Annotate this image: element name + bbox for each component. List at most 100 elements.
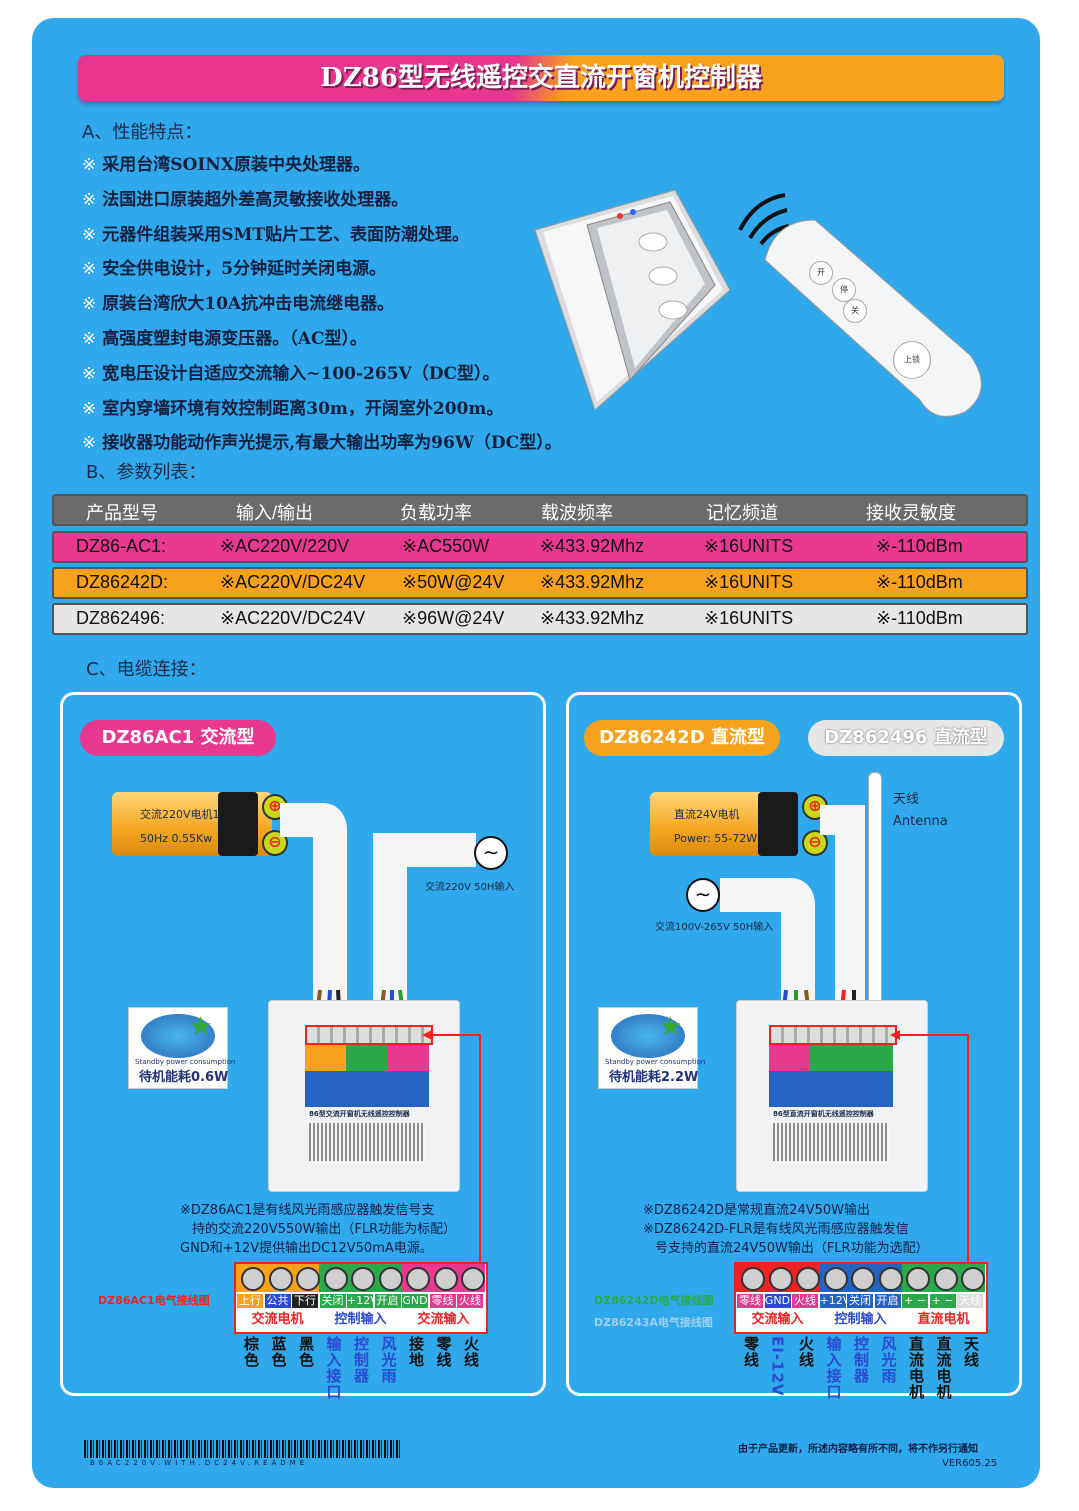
terminal-label: 零线 xyxy=(429,1294,456,1308)
wire-label: 风光雨 xyxy=(379,1336,398,1384)
title-banner: DZ86型无线遥控交直流开窗机控制器 xyxy=(78,55,1004,101)
table-cell: ※16UNITS xyxy=(704,572,794,592)
terminal-label: 关闭 xyxy=(847,1294,873,1308)
version-label: VER605.25 xyxy=(942,1458,998,1469)
wire-label: 零线 xyxy=(434,1336,453,1368)
table-cell: ※433.92Mhz xyxy=(540,536,645,556)
terminal-screw-icon xyxy=(378,1267,403,1291)
feature-bullet: ※ xyxy=(82,398,97,419)
table-cell: ※-110dBm xyxy=(876,608,963,628)
note-line: ※DZ86AC1是有线风光雨感应器触发信号支 xyxy=(180,1203,435,1218)
ac-wiring-title: DZ86AC1电气接线图 xyxy=(98,1294,210,1307)
wire-label: 黑色 xyxy=(297,1336,315,1368)
terminal-label: 火线 xyxy=(792,1294,818,1308)
remote-button: 关 xyxy=(843,299,867,323)
device-label xyxy=(305,1071,429,1107)
feature-bullet: ※ xyxy=(82,259,97,280)
update-notice: 由于产品更新，所述内容略有所不同，将不作另行通知 xyxy=(738,1444,978,1455)
terminal-screw-icon xyxy=(851,1267,875,1291)
feature-text: 接收器功能动作声光提示,有最大输出功率为96W（DC型）。 xyxy=(102,433,562,454)
feature-bullet: ※ xyxy=(82,433,97,454)
terminal-group-label: 交流输入 xyxy=(751,1312,804,1327)
signal-waves-icon xyxy=(738,193,790,246)
dc-cables xyxy=(720,805,865,1026)
wire-label: 火线 xyxy=(797,1336,815,1368)
feature-item: ※法国进口原装超外差高灵敏接收处理器。 xyxy=(82,185,408,210)
minus-terminal-icon: ⊖ xyxy=(262,830,288,856)
feature-text: 原装台湾欣大10A抗冲击电流继电器。 xyxy=(102,294,395,315)
feature-item: ※安全供电设计，5分钟延时关闭电源。 xyxy=(82,254,386,279)
ac-motor-spec: 交流220V电机1 xyxy=(140,808,220,821)
dc-type-badge: DZ86242D 直流型 xyxy=(584,720,780,756)
terminal-screw-icon xyxy=(878,1267,903,1291)
table-cell: DZ862496: xyxy=(76,608,166,628)
feature-bullet: ※ xyxy=(82,224,97,245)
terminal-label: 关闭 xyxy=(319,1294,346,1308)
note-line: ※DZ86242D是常规直流24V50W输出 xyxy=(643,1203,871,1218)
terminal-block xyxy=(769,1025,897,1045)
device-barcode xyxy=(309,1123,425,1161)
terminal-screw-icon xyxy=(906,1267,930,1291)
wire-label: EI-12V xyxy=(768,1336,787,1397)
wire-label: 风光雨 xyxy=(879,1336,898,1384)
table-cell: ※433.92Mhz xyxy=(540,608,645,628)
terminal-screw-icon xyxy=(323,1267,348,1291)
terminal-legend xyxy=(305,1045,429,1071)
page-title: DZ86型无线遥控交直流开窗机控制器 xyxy=(320,63,762,93)
terminal-label: 上行 xyxy=(237,1294,263,1308)
wire-label: 蓝色 xyxy=(269,1336,288,1368)
feature-item: ※高强度塑封电源变压器。（AC型）。 xyxy=(82,324,367,349)
terminal-label: +12V xyxy=(819,1294,851,1308)
terminal-screw-icon xyxy=(406,1267,430,1291)
table-header: 产品型号输入/输出负载功率载波频率记忆频道接收灵敏度 xyxy=(52,494,1028,526)
terminal-label: 天线 xyxy=(957,1294,983,1308)
dc-motor-spec: 直流24V电机 xyxy=(674,808,740,821)
standby-caption: Standby power consumption xyxy=(135,1058,236,1066)
ac-motor-power: 50Hz 0.55Kw xyxy=(140,832,213,845)
terminal-label: 火线 xyxy=(457,1294,483,1308)
terminal-label: + − xyxy=(929,1294,956,1308)
table-cell: ※96W@24V xyxy=(402,608,505,628)
wire-label: 控制器 xyxy=(352,1336,370,1384)
table-header-cell: 载波频率 xyxy=(541,503,613,523)
ac-wiring-panel xyxy=(60,692,546,1396)
feature-bullet: ※ xyxy=(82,294,97,315)
table-cell: ※433.92Mhz xyxy=(540,572,645,592)
ac-input-label: 交流220V 50H输入 xyxy=(425,882,515,893)
dc-wiring-title-2: DZ86243A电气接线图 xyxy=(594,1316,713,1329)
product-illustration xyxy=(534,189,982,417)
ac-red-pointer xyxy=(422,1030,481,1265)
terminal-label: 公共 xyxy=(264,1294,291,1308)
table-cell: DZ86242D: xyxy=(76,572,169,592)
feature-bullet: ※ xyxy=(82,329,97,349)
antenna-label-en: Antenna xyxy=(893,814,948,829)
section-c-heading: C、电缆连接： xyxy=(86,659,207,680)
table-cell: ※AC550W xyxy=(402,536,490,556)
wire-label: 输入接口 xyxy=(324,1336,343,1400)
table-cell: ※-110dBm xyxy=(876,572,963,592)
ac-power-icon: ∼ xyxy=(474,836,508,870)
remote-control-image xyxy=(764,219,982,417)
ac-controller-device: 86型交流开窗机无线遥控控制器 xyxy=(268,1000,460,1192)
feature-bullet: ※ xyxy=(82,363,97,384)
remote-button: 上锁 xyxy=(893,341,931,379)
wire-label: 零线 xyxy=(742,1336,760,1368)
remote-button: 停 xyxy=(832,278,856,302)
terminal-screw-icon xyxy=(296,1267,320,1291)
note-line: 持的交流220V550W输出（FLR功能为标配） xyxy=(192,1222,457,1237)
terminal-group-label: 直流电机 xyxy=(917,1312,970,1327)
wire-label: 直流电机 xyxy=(907,1336,925,1400)
table-row: DZ86-AC1:※AC220V/220V※AC550W※433.92Mhz※1… xyxy=(52,531,1028,563)
terminal-block xyxy=(305,1025,433,1045)
feature-item: ※原装台湾欣大10A抗冲击电流继电器。 xyxy=(82,289,394,314)
energy-star-logo: ★ Standby power consumption 待机能耗0.6W xyxy=(128,1007,235,1089)
terminal-legend xyxy=(769,1045,893,1071)
wire-label: 控制器 xyxy=(852,1336,870,1384)
table-header-cell: 接收灵敏度 xyxy=(866,503,956,523)
wire-label: 火线 xyxy=(462,1336,480,1368)
dc-motor-power: Power: 55-72W xyxy=(674,832,758,845)
table-cell: ※AC220V/220V xyxy=(220,536,350,556)
terminal-screw-icon xyxy=(433,1267,458,1291)
terminal-label: GND xyxy=(764,1294,791,1308)
